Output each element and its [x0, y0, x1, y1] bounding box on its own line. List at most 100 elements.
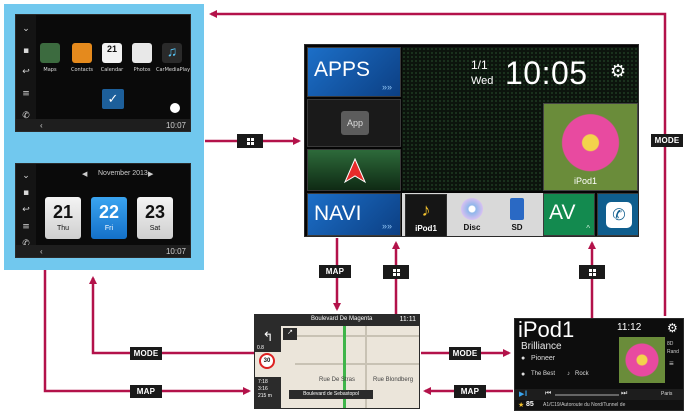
audio-clock: 11:12: [617, 322, 642, 333]
sd-card-icon: [510, 198, 524, 220]
arrow-map-to-apps: [89, 276, 254, 355]
phone-icon[interactable]: ✆: [22, 239, 30, 249]
map-street-label: Rue De Stras: [319, 377, 356, 383]
map-badge: MAP: [130, 385, 162, 398]
more-arrows-icon: »»: [381, 82, 392, 92]
status-clock: 10:07: [165, 120, 186, 130]
calendar-day[interactable]: 21 Thu: [45, 197, 81, 239]
source-disc-button[interactable]: Disc: [451, 194, 493, 236]
map-badge: MAP: [319, 265, 351, 278]
calendar-day-selected[interactable]: 22 Fri: [91, 197, 127, 239]
windows-icon[interactable]: ▪: [22, 45, 30, 56]
up-chevron-icon: ^: [586, 224, 590, 233]
music-note-icon[interactable]: ♫: [162, 43, 182, 63]
weekday-label: Wed: [471, 75, 494, 87]
app-launcher-screen: ⌄ ▪ ↩ ≡ ✆ 21 ♫ Maps Contacts Calendar Ph…: [15, 14, 191, 132]
album-icon: ●: [521, 371, 526, 378]
back-chevron-icon[interactable]: ‹: [40, 120, 43, 130]
genre-icon: ♪: [567, 371, 570, 377]
source-ipod-button[interactable]: ♪ iPod1: [405, 194, 447, 236]
progress-track[interactable]: [555, 394, 619, 396]
play-pause-icon[interactable]: ▶‖: [519, 391, 528, 398]
nav-cursor-icon: [344, 158, 366, 184]
maps-app-icon[interactable]: [40, 43, 60, 63]
trip-info-line: 3:16: [258, 386, 268, 392]
mode-badge: MODE: [130, 347, 162, 360]
side-menu: ⌄ ▪ ↩ ≡ ✆: [16, 164, 36, 257]
status-bar: ‹ 10:07: [16, 245, 190, 257]
month-title: November 2013: [98, 170, 148, 177]
home-grid-icon: [246, 137, 254, 145]
list-icon[interactable]: ≡: [669, 359, 674, 368]
photos-app-icon[interactable]: [132, 43, 152, 63]
checkmark-icon[interactable]: ✓: [102, 89, 124, 109]
album-artwork[interactable]: [619, 337, 665, 383]
previous-track-icon[interactable]: ⏮: [545, 390, 552, 397]
day-number: 23: [144, 202, 166, 222]
mode-badge: MODE: [651, 134, 683, 147]
trip-info-line: 215 m: [258, 393, 272, 399]
bottom-right-label: Paris: [661, 391, 673, 397]
back-icon[interactable]: ↩: [22, 205, 30, 215]
prev-month-icon[interactable]: ◀: [82, 171, 88, 178]
down-arrow-icon[interactable]: ⌄: [22, 24, 30, 35]
settings-gear-icon[interactable]: ⚙: [667, 321, 678, 335]
app-shortcut-button[interactable]: App: [341, 111, 369, 135]
down-arrow-icon[interactable]: ⌄: [22, 171, 30, 181]
phone-tile[interactable]: ✆: [597, 193, 638, 236]
disc-icon: [461, 198, 483, 220]
phone-icon[interactable]: ✆: [22, 110, 30, 121]
windows-icon[interactable]: ▪: [22, 188, 30, 198]
street-header: Boulevard De Magenta: [311, 316, 373, 322]
clock-display: 10:05: [505, 55, 588, 91]
source-sd-button[interactable]: SD: [496, 194, 538, 236]
phone-icon: ✆: [606, 202, 632, 228]
back-icon[interactable]: ↩: [22, 67, 30, 78]
app-label: Contacts: [70, 67, 94, 73]
calendar-day[interactable]: 23 Sat: [137, 197, 173, 239]
music-note-icon: ♪: [421, 200, 431, 220]
trip-info-line: 7:18: [258, 379, 268, 385]
map-header: [255, 315, 419, 326]
album-artwork[interactable]: iPod1: [543, 103, 638, 191]
back-chevron-icon[interactable]: ‹: [40, 246, 43, 256]
map-street-label: Rue Blondberg: [373, 377, 414, 383]
turn-left-icon[interactable]: ↰: [255, 326, 281, 352]
calendar-app-icon[interactable]: 21: [102, 43, 122, 63]
menu-icon[interactable]: ≡: [22, 222, 30, 232]
next-track-icon[interactable]: ⏭: [621, 390, 628, 397]
contacts-app-icon[interactable]: [72, 43, 92, 63]
settings-gear-icon[interactable]: ⚙: [610, 61, 627, 82]
navi-tile[interactable]: NAVI »»: [307, 193, 401, 236]
apps-tile[interactable]: APPS »»: [307, 47, 401, 97]
calendar-icon-day: 21: [106, 44, 117, 54]
day-name: Sat: [149, 225, 161, 232]
more-arrows-icon: »»: [381, 221, 392, 231]
map-road: [295, 363, 419, 365]
artwork-caption: iPod1: [574, 176, 598, 186]
app-shortcut-tile[interactable]: App: [307, 99, 401, 147]
street-banner: Boulevard de Sebastopol: [289, 390, 373, 399]
star-icon: ★: [518, 402, 525, 409]
arrow-mode-to-apps: [209, 10, 667, 316]
day-number: 22: [98, 202, 120, 222]
app-label: Photos: [133, 67, 151, 73]
apps-label: APPS: [314, 58, 371, 81]
nav-ticker-text: A1/C19/Autoroute du Nord/Tunnel de: [543, 402, 626, 408]
nav-preview-tile[interactable]: [307, 149, 401, 191]
av-tile[interactable]: AV ^: [543, 193, 595, 236]
side-label: 8D: [667, 341, 674, 347]
source-label: SD: [511, 223, 523, 232]
av-label: AV: [549, 201, 576, 224]
next-month-icon[interactable]: ▶: [148, 171, 154, 178]
route-line: [343, 326, 346, 408]
apps-key-badge: [579, 265, 605, 279]
trip-info-panel[interactable]: 7:18 3:16 215 m: [255, 377, 281, 408]
map-road: [365, 326, 367, 408]
menu-icon[interactable]: ≡: [22, 89, 30, 100]
track-title: Brilliance: [521, 341, 562, 352]
clock-icon: [170, 103, 180, 113]
audio-screen: iPod1 11:12 ⚙ Brilliance ● Pioneer ● The…: [514, 318, 684, 411]
artist-name: Pioneer: [531, 355, 556, 362]
